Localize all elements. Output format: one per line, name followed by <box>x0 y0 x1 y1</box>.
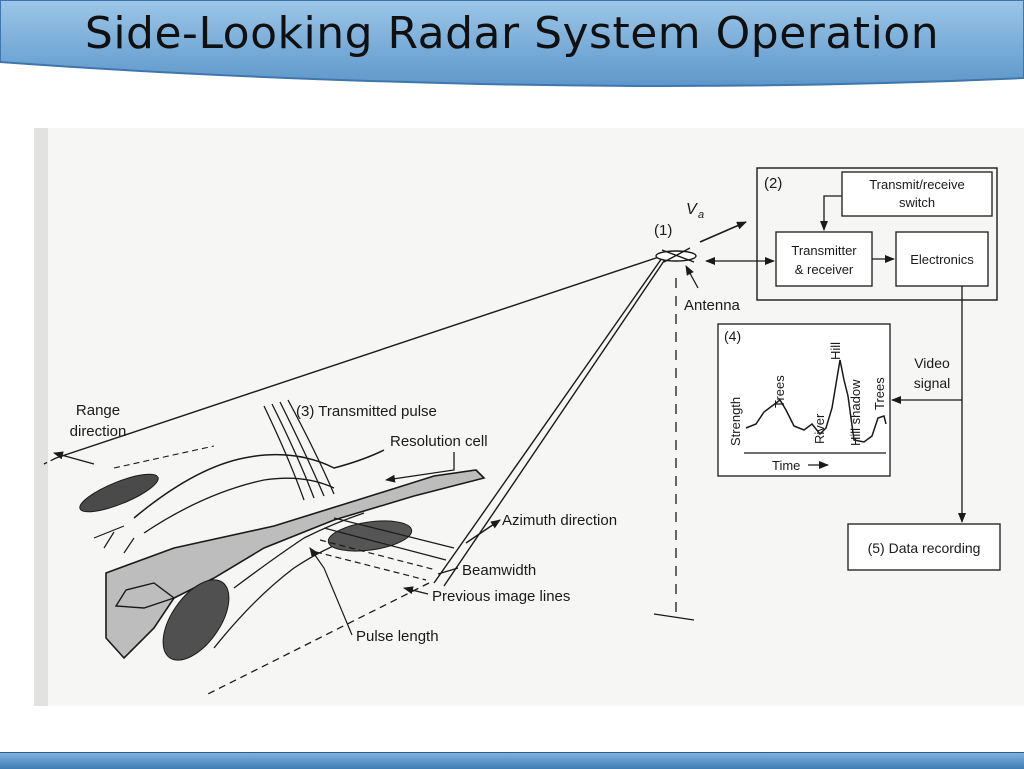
tree-patch-resolution <box>327 520 413 552</box>
azimuth-direction-label: Azimuth direction <box>502 512 617 529</box>
title-banner: Side-Looking Radar System Operation <box>0 0 1024 96</box>
plot-river-label: River <box>812 413 827 444</box>
river-branch <box>114 582 176 609</box>
radar-diagram-canvas: (1) V a Antenna (2) Transmit/receive swi… <box>34 128 1001 706</box>
electronics-label: Electronics <box>910 252 974 267</box>
plot-time-label: Time <box>772 458 800 473</box>
page-title: Side-Looking Radar System Operation <box>84 8 940 59</box>
pulse-front-3 <box>279 401 325 497</box>
previous-image-lines-label: Previous image lines <box>432 588 570 605</box>
step-4-label: (4) <box>724 328 741 344</box>
range-direction-label-2: direction <box>70 423 127 440</box>
plot-hill-label: Hill <box>828 342 843 360</box>
transmitter-box <box>775 231 873 287</box>
beamwidth-label: Beamwidth <box>462 562 536 579</box>
velocity-arrow <box>699 221 747 243</box>
transmitter-label-1: Transmitter <box>791 243 857 258</box>
beam-edge-near-2 <box>443 257 667 587</box>
transmitted-pulse-label: (3) Transmitted pulse <box>296 403 437 420</box>
nadir-ground <box>653 613 695 621</box>
beamwidth-pointer <box>437 567 459 575</box>
range-guide-line <box>113 445 215 469</box>
beam-ground-dashed <box>203 582 430 697</box>
transmitter-label-2: & receiver <box>795 262 854 277</box>
tree-patch-near <box>162 579 230 661</box>
pulse-length-label: Pulse length <box>356 628 439 645</box>
pulse-front-2 <box>271 403 315 499</box>
plot-hill-shadow-label: Hill shadow <box>848 379 863 446</box>
plot-strength-label: Strength <box>728 397 743 446</box>
data-recording-label: (5) Data recording <box>868 540 981 556</box>
data-recording-box <box>847 523 1001 571</box>
image-line-1 <box>333 517 455 549</box>
velocity-subscript: a <box>698 209 704 221</box>
range-direction-arrow <box>53 451 95 465</box>
pulse-front-1 <box>263 405 305 501</box>
signal-plot-box <box>717 323 891 477</box>
azimuth-direction-arrow <box>465 519 501 544</box>
switch-label-1: Transmit/receive <box>869 177 965 192</box>
switch-box <box>841 171 993 217</box>
beam-edge-near-1 <box>433 257 663 584</box>
signal-trace <box>745 359 887 443</box>
electronics-box <box>895 231 989 287</box>
step-1-label: (1) <box>654 222 672 239</box>
switch-label-2: switch <box>899 195 935 210</box>
title-banner-background <box>0 0 1024 87</box>
aircraft-icon <box>655 247 697 263</box>
plot-trees-label-1: Trees <box>772 375 787 408</box>
resolution-cell-pointer <box>385 452 455 483</box>
previous-image-line-2 <box>315 551 427 581</box>
pulse-front-4 <box>287 399 335 495</box>
video-signal-label-1: Video <box>914 355 950 371</box>
page-edge-shadow <box>34 128 48 706</box>
pulse-length-pointer <box>309 547 353 636</box>
velocity-label: V <box>686 201 698 218</box>
range-direction-label-1: Range <box>76 402 120 419</box>
plot-trees-label-2: Trees <box>872 377 887 410</box>
image-line-2 <box>323 527 447 561</box>
river-shape <box>105 469 486 660</box>
radar-diagram: (1) V a Antenna (2) Transmit/receive swi… <box>34 128 1024 706</box>
switch-to-transmitter-arrow <box>820 195 842 231</box>
riverbank-line <box>233 512 365 589</box>
video-signal-label-2: signal <box>914 375 951 391</box>
antenna-label: Antenna <box>684 297 741 314</box>
step-2-label: (2) <box>764 175 782 192</box>
beam-edge-far <box>55 255 663 459</box>
resolution-cell-label: Resolution cell <box>390 433 488 450</box>
hill-contour-inner <box>143 477 335 534</box>
previous-image-lines-pointer <box>403 586 429 595</box>
hill-contour <box>133 449 385 519</box>
footer-bar <box>0 752 1024 769</box>
radar-unit-box <box>756 167 998 301</box>
tree-patch-far <box>79 473 159 513</box>
terrain-ticks <box>93 525 135 554</box>
antenna-pointer <box>685 265 699 289</box>
